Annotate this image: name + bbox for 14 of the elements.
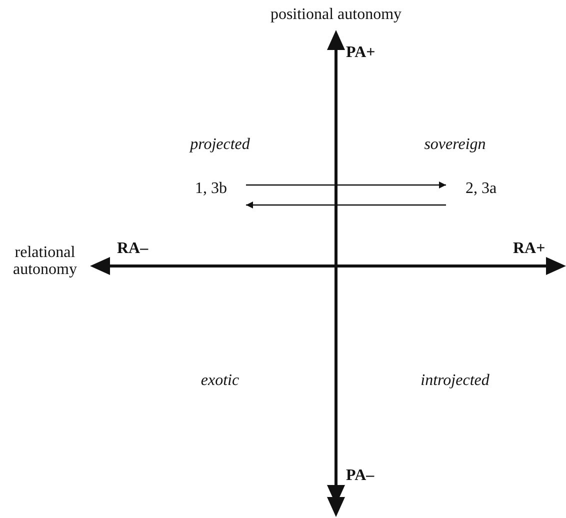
quadrant-label: exotic [200,372,240,389]
axis-end-label: PA– [346,467,376,484]
quadrant-label: sovereign [423,136,487,153]
quadrant-label: projected [188,136,251,153]
case-label: 2, 3a [450,178,512,200]
axis-end-label: RA+ [513,240,546,257]
axis-end-label: PA+ [346,44,376,61]
case-label: 1, 3b [180,178,242,200]
axis-end-label: RA– [117,240,150,257]
axis-label: positional autonomy [269,6,403,23]
axis-label: relational autonomy [12,244,78,278]
arrow [246,182,446,188]
arrow [246,202,446,208]
quadrant-label: introjected [420,372,490,389]
